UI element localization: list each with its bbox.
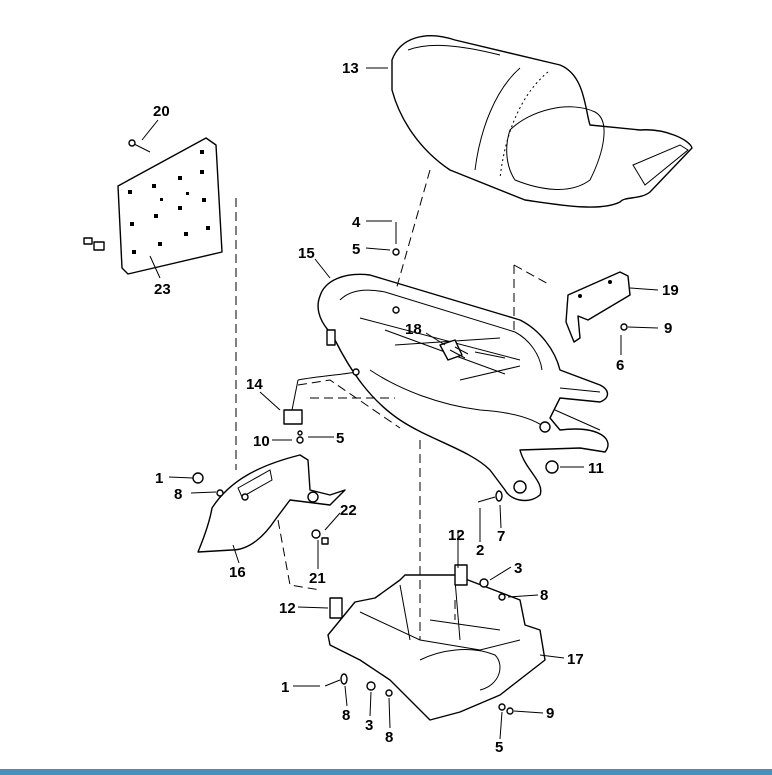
callout-6: 6 [616, 357, 624, 374]
callout-5-upper: 5 [352, 241, 360, 258]
callout-18: 18 [405, 321, 422, 338]
callout-5-lower: 5 [495, 739, 503, 756]
seat-part [391, 35, 693, 208]
callout-2: 2 [476, 542, 484, 559]
callout-3-upper: 3 [514, 560, 522, 577]
callout-16: 16 [229, 564, 246, 581]
callout-12-upper: 12 [448, 527, 465, 544]
callout-15: 15 [298, 245, 315, 262]
bottom-border-bar [0, 769, 772, 775]
hardware-parts [192, 222, 628, 715]
callout-22: 22 [340, 502, 357, 519]
callout-8-upper: 8 [174, 486, 182, 503]
callout-23: 23 [154, 281, 171, 298]
callout-13: 13 [342, 60, 359, 77]
callout-17: 17 [567, 651, 584, 668]
callout-1-upper: 1 [155, 470, 163, 487]
callout-12-lower: 12 [279, 600, 296, 617]
callout-19: 19 [662, 282, 679, 299]
callout-1-lower: 1 [281, 679, 289, 696]
callout-14: 14 [246, 376, 263, 393]
license-plate-part [83, 137, 223, 275]
callout-4: 4 [352, 214, 361, 231]
callout-9-upper: 9 [664, 320, 672, 337]
bracket-18-part [439, 339, 469, 361]
callout-8-right: 8 [540, 587, 548, 604]
callout-5-middle: 5 [336, 430, 344, 447]
callout-8-lower: 8 [385, 729, 393, 746]
assembly-lines [235, 169, 551, 640]
fender-bracket-16-part [197, 454, 346, 553]
callout-7: 7 [497, 528, 505, 545]
callout-10: 10 [253, 433, 270, 450]
undertray-17-part [327, 564, 546, 721]
callout-21: 21 [309, 570, 326, 587]
callout-20: 20 [153, 103, 170, 120]
rear-subframe-part [317, 273, 609, 502]
switch-14-part [283, 368, 360, 425]
leader-lines [141, 67, 659, 740]
callout-8-lower-left: 8 [342, 707, 350, 724]
callout-11: 11 [588, 460, 604, 477]
callout-3-lower: 3 [365, 717, 373, 734]
bracket-19-part [565, 271, 631, 343]
callout-labels: 13 20 23 4 5 15 19 9 6 18 14 10 5 11 1 8… [153, 60, 679, 756]
callout-9-lower: 9 [546, 705, 554, 722]
